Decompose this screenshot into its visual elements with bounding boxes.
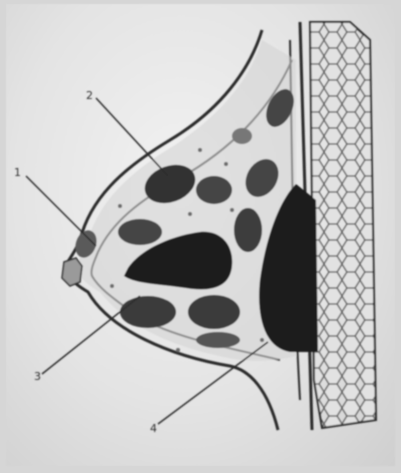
lobule (232, 128, 252, 144)
leader-line-3 (42, 296, 140, 374)
lobule (120, 296, 176, 328)
nipple (62, 258, 82, 286)
marker-2: 2 (86, 89, 93, 102)
marker-4: 4 (150, 422, 157, 435)
lobule (196, 332, 240, 348)
marker-1: 1 (14, 166, 21, 179)
lobule (196, 176, 232, 204)
marker-3: 3 (34, 370, 41, 383)
lobule (188, 295, 240, 329)
leader-line-1 (26, 176, 96, 246)
lobule (234, 208, 262, 252)
chest-wall-tissue (310, 22, 376, 428)
lobule (118, 219, 162, 245)
